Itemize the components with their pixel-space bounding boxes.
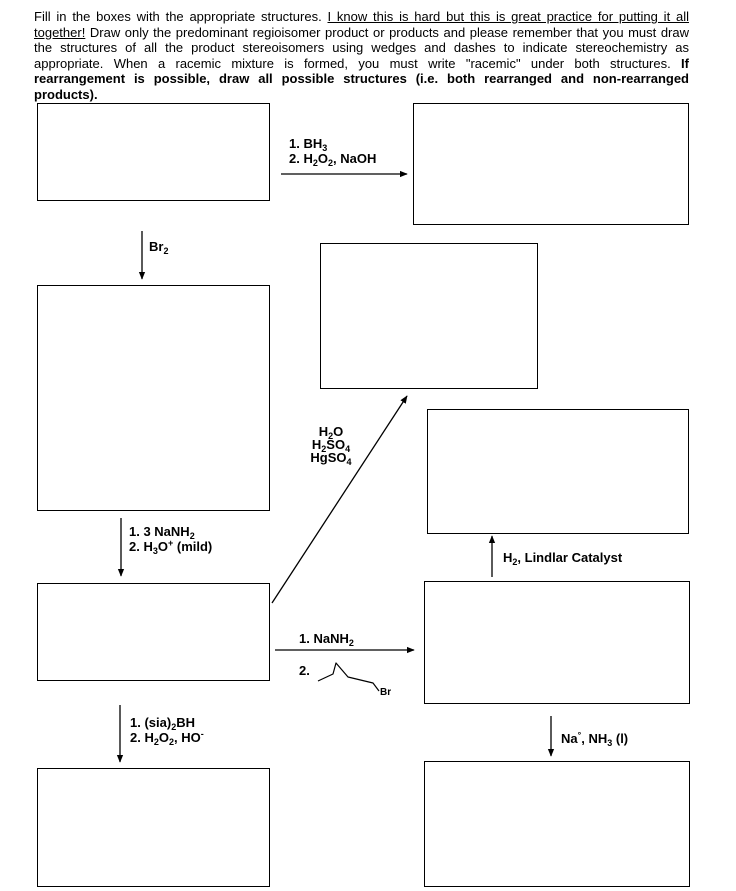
- reagent-alkylation-step2: 2.: [299, 663, 310, 678]
- answer-box-aldehyde[interactable]: [37, 768, 270, 887]
- reagent-hydroboration: 1. BH3 2. H2O2, NaOH: [289, 136, 377, 168]
- reagent-lindlar: H2, Lindlar Catalyst: [503, 550, 623, 567]
- instructions-underlined-note: I know this is hard but this is great pr…: [34, 9, 689, 40]
- instructions-bold-rearrangement: If rearrangement is possible, draw all p…: [34, 55, 689, 102]
- alkyl-bromide-br-label: Br: [380, 687, 392, 698]
- instructions-sentence-3: Draw only the predominant regioisomer pr…: [34, 24, 689, 71]
- instructions-sentence-1: Fill in the boxes with the appropriate s…: [34, 9, 328, 24]
- reagent-bromination: Br2: [149, 239, 169, 256]
- answer-box-trans-alkene[interactable]: [424, 761, 690, 887]
- instructions-text: Fill in the boxes with the appropriate s…: [34, 9, 689, 103]
- answer-box-starting-alkene[interactable]: [37, 103, 270, 201]
- answer-box-hydroboration-product[interactable]: [413, 103, 689, 225]
- reagent-sia-borane: 1. (sia)2BH 2. H2O2, HO-: [130, 715, 204, 747]
- reagent-hydration: H2O H2SO4 HgSO4: [310, 424, 352, 467]
- answer-box-hydration-product[interactable]: [320, 243, 538, 389]
- reagent-dissolving-metal: Na°, NH3 (l): [561, 730, 629, 748]
- answer-box-terminal-alkyne[interactable]: [37, 583, 270, 681]
- alkyl-bromide-skeleton: [317, 662, 380, 692]
- answer-box-cis-alkene[interactable]: [427, 409, 689, 534]
- answer-box-internal-alkyne[interactable]: [424, 581, 690, 704]
- reagent-alkylation-base: 1. NaNH2: [299, 631, 354, 648]
- reagent-elimination: 1. 3 NaNH2 2. H3O+ (mild): [129, 524, 213, 556]
- arrow-hydration: [271, 395, 408, 604]
- answer-box-dibromide[interactable]: [37, 285, 270, 511]
